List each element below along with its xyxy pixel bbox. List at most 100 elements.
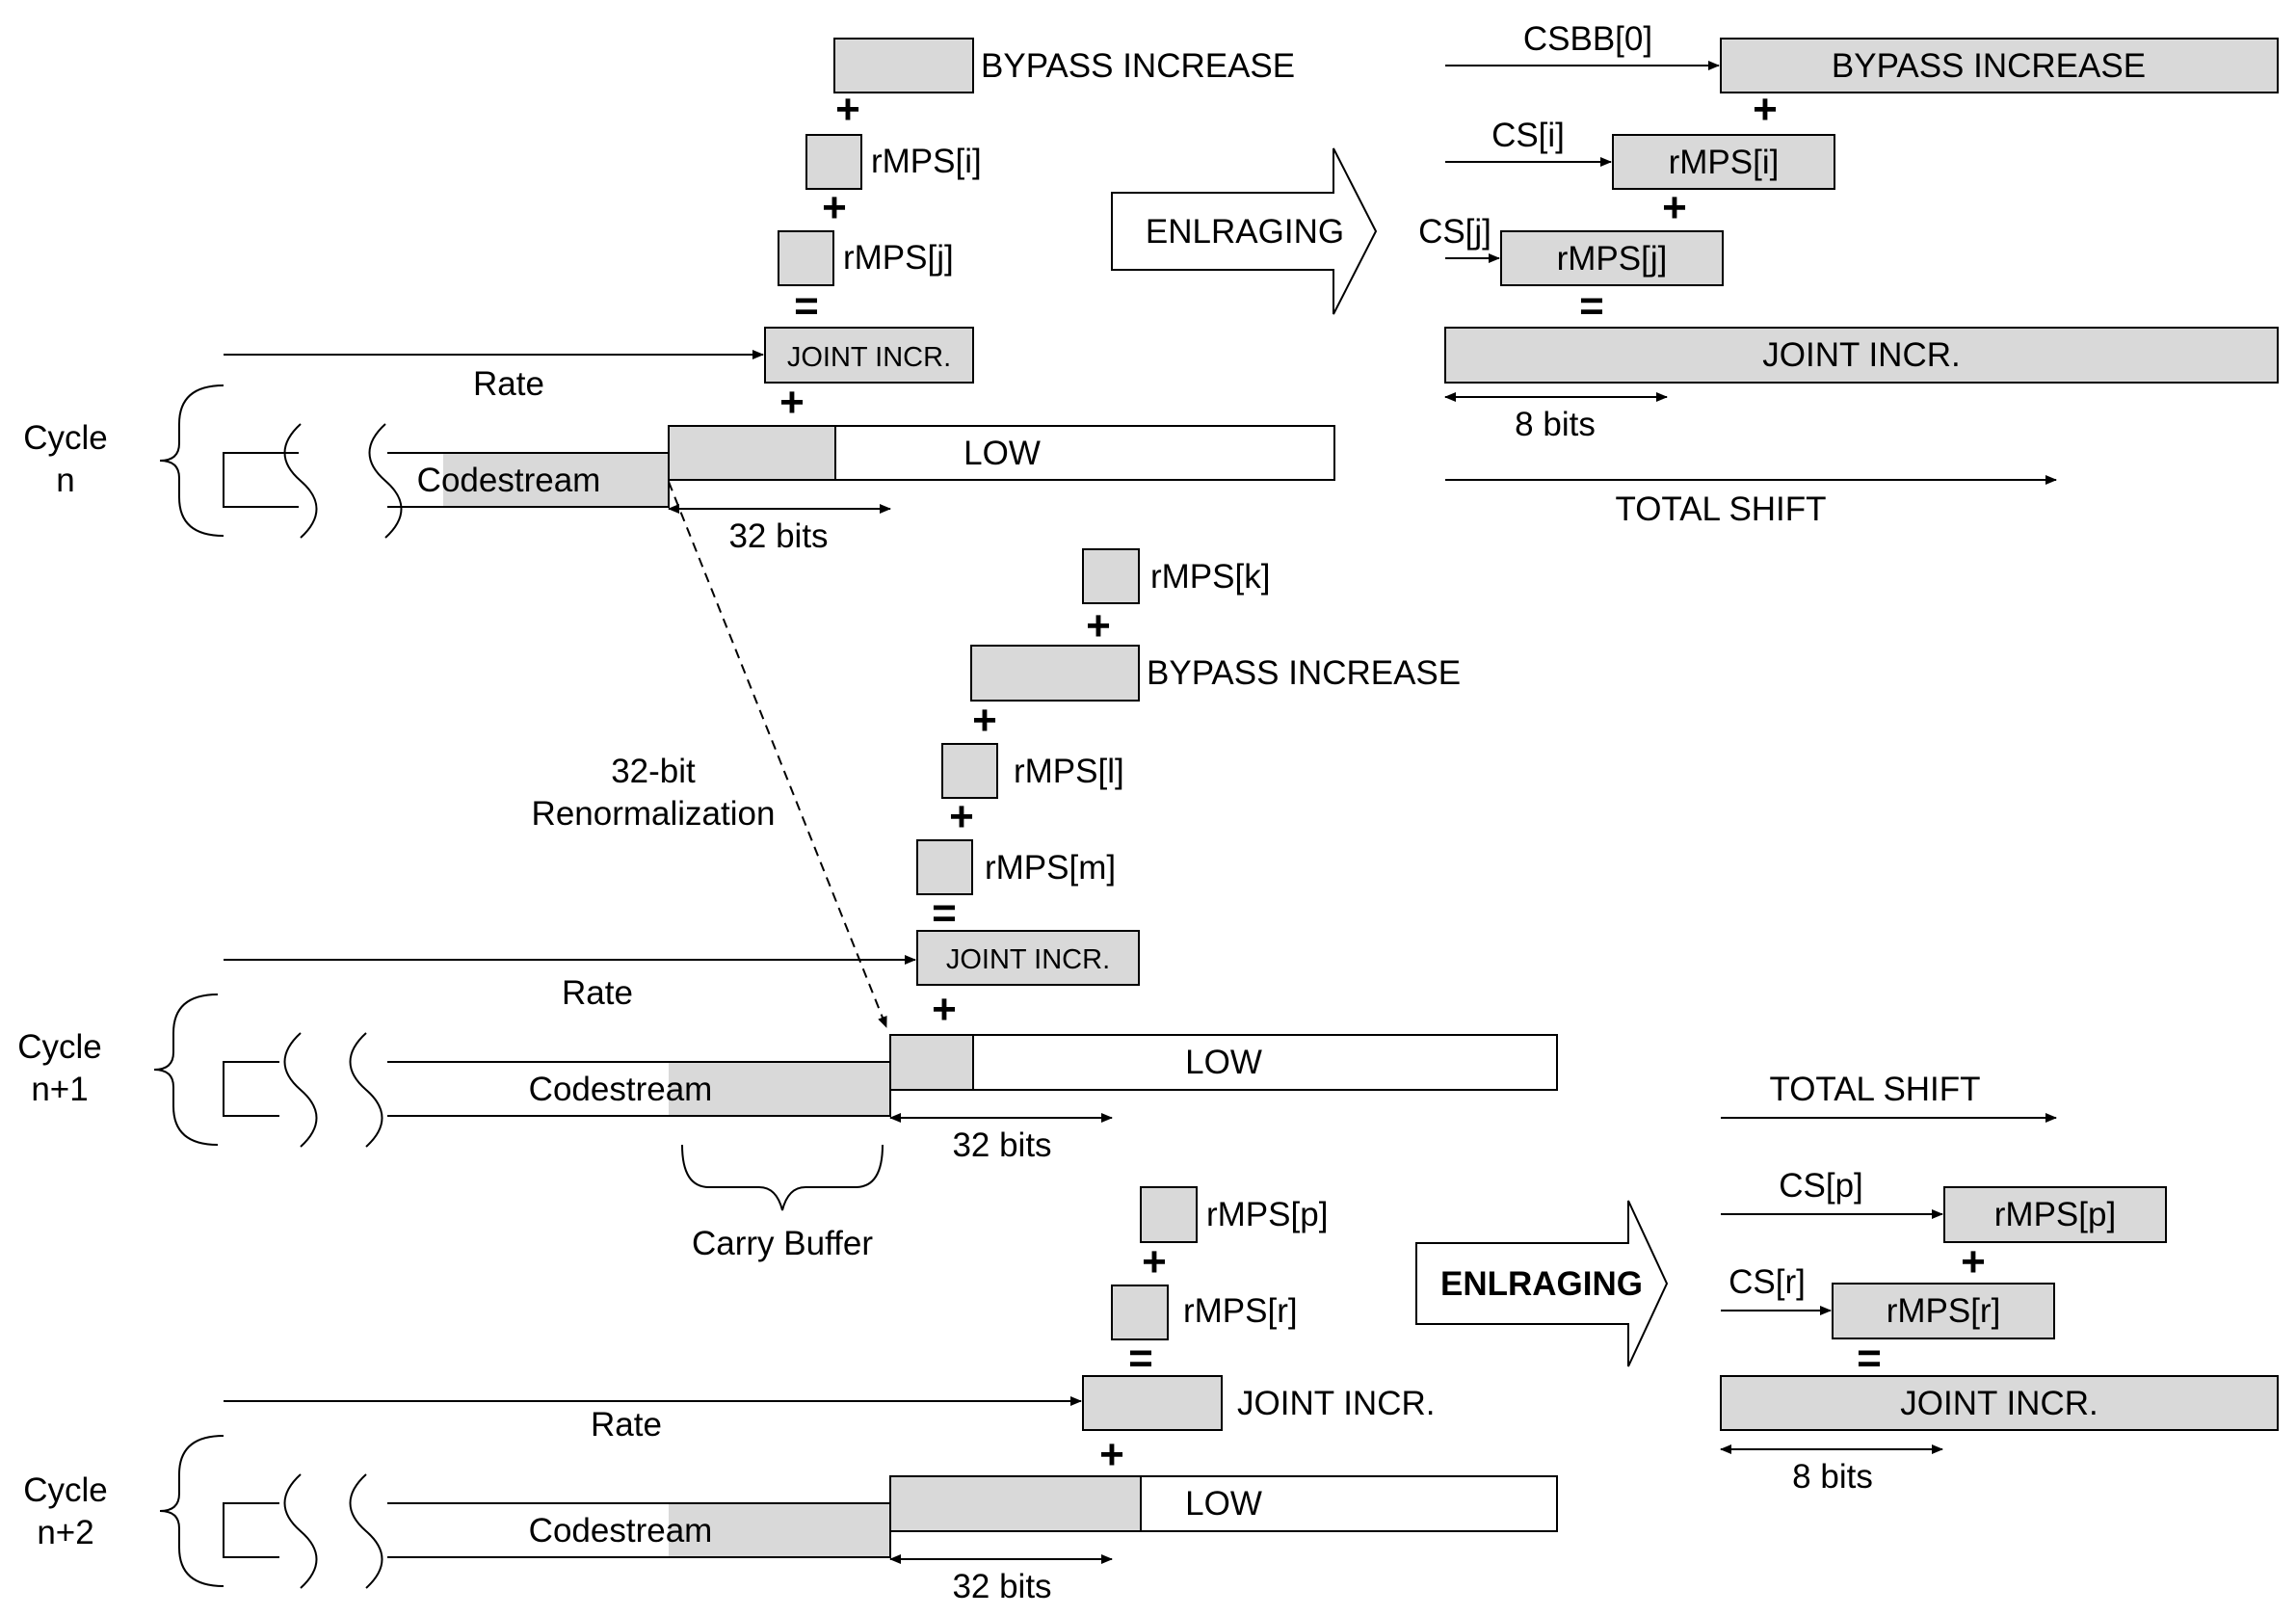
cycle-n1-group: rMPS[k] + BYPASS INCREASE + rMPS[l] + rM… xyxy=(17,548,1558,1262)
enlarging-arrow-shape xyxy=(1111,147,1378,315)
low-shaded xyxy=(889,1475,1142,1532)
codestream-break-curve xyxy=(283,1032,318,1148)
cycle-n2-group: rMPS[p] + rMPS[r] = JOINT INCR. Rate + C… xyxy=(23,1186,1558,1605)
carry-buffer-label: Carry Buffer xyxy=(692,1225,873,1262)
rmps-p-label: rMPS[p] xyxy=(1994,1196,2116,1233)
rmps-i-label: rMPS[i] xyxy=(1669,144,1780,181)
joint-incr-box xyxy=(1720,1375,2279,1431)
bypass-increase-label: BYPASS INCREASE xyxy=(981,47,1295,85)
rmps-r-box xyxy=(1111,1285,1169,1340)
cycle-n-group: BYPASS INCREASE + rMPS[i] + rMPS[j] = JO… xyxy=(23,38,1335,555)
bits-8-label: 8 bits xyxy=(1792,1458,1873,1496)
low-shaded xyxy=(668,425,836,481)
codestream-break-curve xyxy=(368,423,403,539)
rmps-l-box xyxy=(941,743,998,799)
plus-sign: + xyxy=(1753,86,1778,133)
codestream-label: Codestream xyxy=(417,462,601,499)
codestream-break-curve xyxy=(283,1473,318,1589)
plus-sign: + xyxy=(972,697,997,744)
enlarging-label: ENLRAGING xyxy=(1146,213,1344,251)
cs-j-label: CS[j] xyxy=(1418,213,1491,251)
rmps-j-box xyxy=(778,230,834,286)
plus-sign: + xyxy=(1961,1238,1986,1285)
rmps-i-box xyxy=(805,134,862,190)
enlarging-bottom-group: ENLRAGING CS[p] rMPS[p] + CS[r] rMPS[r] … xyxy=(1415,1167,2279,1496)
bypass-increase-box xyxy=(1720,38,2279,93)
cycle-label: Cycle xyxy=(23,419,108,457)
plus-sign: + xyxy=(1099,1431,1124,1478)
plus-sign: + xyxy=(779,379,805,426)
cycle-number: n+2 xyxy=(37,1514,93,1551)
low-label: LOW xyxy=(963,435,1041,472)
rate-label: Rate xyxy=(473,365,544,403)
plus-sign: + xyxy=(1086,602,1111,649)
rmps-p-label: rMPS[p] xyxy=(1206,1196,1328,1233)
plus-sign: + xyxy=(932,986,957,1033)
enlarging-label: ENLRAGING xyxy=(1440,1265,1643,1303)
cycle-brace xyxy=(159,384,224,537)
rmps-j-label: rMPS[j] xyxy=(843,239,954,277)
rmps-k-label: rMPS[k] xyxy=(1150,558,1270,596)
rmps-p-box xyxy=(1943,1186,2167,1243)
carry-buffer-brace xyxy=(681,1144,884,1211)
joint-incr-box xyxy=(916,930,1140,986)
cycle-number: n+1 xyxy=(31,1071,88,1108)
rmps-m-label: rMPS[m] xyxy=(985,849,1116,887)
bypass-increase-label: BYPASS INCREASE xyxy=(1147,654,1461,692)
joint-incr-box xyxy=(1444,327,2279,384)
rmps-j-label: rMPS[j] xyxy=(1557,240,1668,278)
renormalization-label-1: 32-bit xyxy=(611,753,696,790)
bits-8-label: 8 bits xyxy=(1515,406,1596,443)
rmps-r-label: rMPS[r] xyxy=(1887,1292,2001,1330)
cs-r-label: CS[r] xyxy=(1729,1263,1806,1301)
renormalization-label-2: Renormalization xyxy=(532,795,776,833)
rate-label: Rate xyxy=(591,1406,662,1444)
plus-sign: + xyxy=(949,793,974,840)
renormalization-arrow xyxy=(668,481,887,1028)
bits-32-label: 32 bits xyxy=(952,1568,1051,1605)
joint-incr-label: JOINT INCR. xyxy=(1900,1385,2098,1422)
cs-p-label: CS[p] xyxy=(1779,1167,1863,1205)
rate-label: Rate xyxy=(562,974,633,1012)
bypass-increase-box xyxy=(833,38,974,93)
cycle-brace xyxy=(159,1435,224,1587)
codestream-break-curve xyxy=(349,1473,383,1589)
cs-i-label: CS[i] xyxy=(1491,117,1565,154)
codestream-label: Codestream xyxy=(529,1071,713,1108)
codestream-shaded xyxy=(669,1063,889,1115)
codestream-break-curve xyxy=(349,1032,383,1148)
cycle-label: Cycle xyxy=(17,1028,102,1066)
rmps-i-box xyxy=(1612,134,1835,190)
low-label: LOW xyxy=(1185,1044,1262,1081)
low-label: LOW xyxy=(1185,1485,1262,1523)
codestream-label: Codestream xyxy=(529,1512,713,1550)
cycle-number: n xyxy=(56,462,74,499)
rmps-r-box xyxy=(1832,1283,2055,1339)
bypass-increase-box xyxy=(970,645,1140,702)
codestream-shaded xyxy=(443,454,668,506)
cycle-brace xyxy=(153,993,219,1146)
equals-sign: = xyxy=(1579,282,1604,330)
total-shift-mid-group: TOTAL SHIFT xyxy=(1721,1071,2057,1123)
plus-sign: + xyxy=(1142,1238,1167,1285)
codestream-shaded xyxy=(669,1504,889,1556)
low-shaded xyxy=(889,1034,974,1091)
joint-incr-label: JOINT INCR. xyxy=(1762,336,1960,374)
cycle-label: Cycle xyxy=(23,1471,108,1509)
rmps-r-label: rMPS[r] xyxy=(1183,1292,1298,1330)
bypass-increase-label: BYPASS INCREASE xyxy=(1832,47,2146,85)
bits-32-label: 32 bits xyxy=(952,1126,1051,1164)
rmps-m-box xyxy=(916,839,973,895)
plus-sign: + xyxy=(1662,184,1687,231)
total-shift-label: TOTAL SHIFT xyxy=(1769,1071,1980,1108)
codestream-break-gap xyxy=(279,1474,387,1588)
codestream-break-gap xyxy=(299,424,387,538)
joint-incr-label: JOINT INCR. xyxy=(787,342,951,373)
rmps-j-box xyxy=(1500,230,1724,286)
enlarging-arrow-shape xyxy=(1415,1200,1669,1367)
rmps-i-label: rMPS[i] xyxy=(871,143,982,180)
plus-sign: + xyxy=(835,86,860,133)
joint-incr-box xyxy=(764,327,974,384)
total-shift-label: TOTAL SHIFT xyxy=(1615,490,1826,528)
